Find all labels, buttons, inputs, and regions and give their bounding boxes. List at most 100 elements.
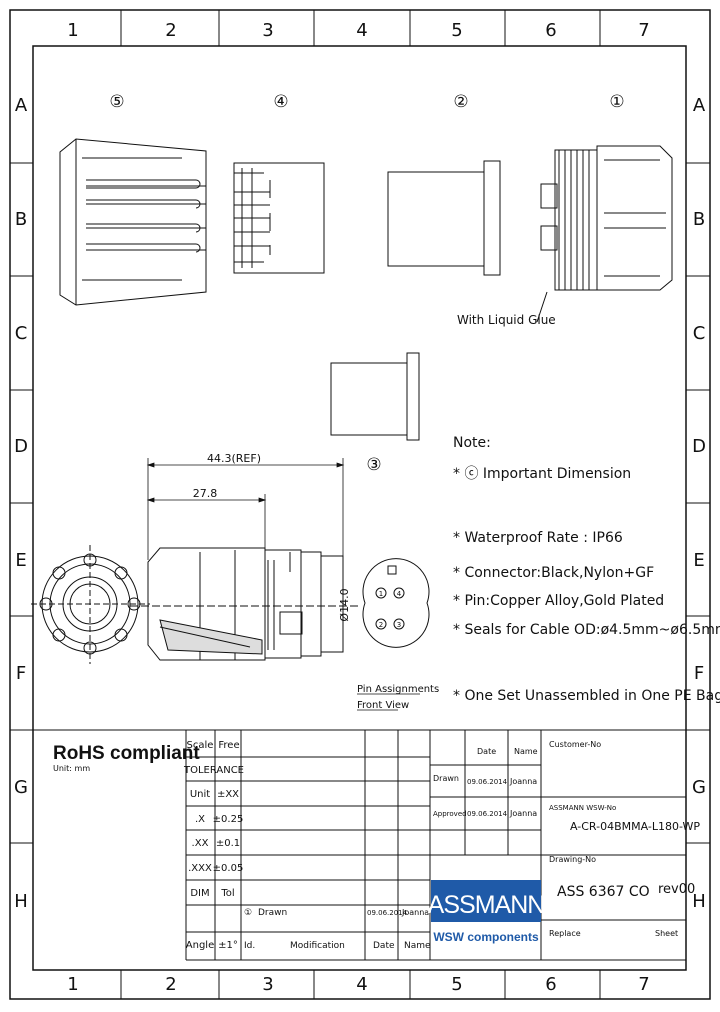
rev-entry-date: 09.06.2014 bbox=[367, 909, 408, 917]
col-label: 3 bbox=[262, 974, 273, 995]
part-number-3: ③ bbox=[366, 455, 381, 475]
col-label: 5 bbox=[451, 20, 462, 41]
rev-entry-text: Drawn bbox=[258, 908, 287, 918]
glue-callout: With Liquid Glue bbox=[457, 313, 556, 327]
unit-label: Unit: mm bbox=[53, 764, 90, 773]
part-number-4: ④ bbox=[273, 92, 288, 112]
rev-col-name: Name bbox=[404, 941, 431, 951]
part-1-housing bbox=[540, 145, 673, 291]
pin-3: 3 bbox=[397, 621, 401, 629]
col-label: 7 bbox=[638, 974, 649, 995]
approved-label: Approved bbox=[433, 810, 467, 818]
logo-text: ASSMANN bbox=[428, 891, 545, 919]
customer-no-label: Customer-No bbox=[549, 740, 601, 749]
note-line: * Connector:Black,Nylon+GF bbox=[453, 565, 654, 581]
pin-1: 1 bbox=[379, 590, 383, 598]
part-number: A-CR-04BMMA-L180-WP bbox=[570, 820, 700, 833]
pin-caption-view: Front View bbox=[357, 700, 409, 711]
tol-row-label: DIM bbox=[190, 888, 209, 899]
tol-row-label: Unit bbox=[190, 789, 210, 800]
replace-label: Replace bbox=[549, 929, 581, 938]
logo-subtext: WSW components bbox=[433, 930, 539, 944]
row-label: G bbox=[692, 777, 706, 798]
row-label: A bbox=[693, 95, 706, 116]
column-labels-top: 1 2 3 4 5 6 7 bbox=[67, 20, 649, 41]
inner-border bbox=[32, 45, 687, 971]
pin-caption: Pin Assignments bbox=[357, 684, 439, 695]
glue-leader-line bbox=[536, 291, 548, 323]
col-label: 2 bbox=[165, 974, 176, 995]
rev-col-mod: Modification bbox=[290, 941, 345, 951]
col-label: 5 bbox=[451, 974, 462, 995]
row-labels-right: A B C D E F G H bbox=[692, 95, 706, 912]
col-label: 6 bbox=[545, 974, 556, 995]
row-label: A bbox=[15, 95, 28, 116]
tol-row-value: ±XX bbox=[217, 789, 239, 800]
scale-label: Scale bbox=[187, 740, 214, 751]
drawing-number: ASS 6367 CO bbox=[557, 884, 650, 900]
note-line: * One Set Unassembled in One PE Bag bbox=[453, 688, 720, 704]
row-label: B bbox=[693, 209, 705, 230]
approval-date-header: Date bbox=[477, 747, 496, 756]
row-label: H bbox=[14, 891, 28, 912]
revision-code: rev00 bbox=[658, 882, 695, 897]
tol-row-label: Angle bbox=[186, 940, 214, 951]
dimension-lines bbox=[146, 458, 345, 650]
scale-value: Free bbox=[218, 740, 239, 751]
row-dividers bbox=[10, 162, 710, 844]
note-line: * Seals for Cable OD:ø4.5mm~ø6.5mm bbox=[453, 622, 720, 638]
rev-col-id: Id. bbox=[244, 941, 255, 951]
row-label: C bbox=[15, 323, 28, 344]
col-label: 6 bbox=[545, 20, 556, 41]
column-dividers bbox=[120, 10, 601, 999]
tol-row-label: .X bbox=[195, 814, 205, 825]
part-4-collet bbox=[233, 162, 325, 274]
title-block-grid bbox=[33, 729, 686, 961]
row-labels-left: A B C D E F G H bbox=[14, 95, 28, 912]
assmann-no-label: ASSMANN WSW-No bbox=[549, 804, 616, 812]
dimension-diameter: Ø14.0 bbox=[338, 588, 351, 621]
drawn-name: Joanna bbox=[509, 777, 537, 786]
tol-row-value: Tol bbox=[220, 888, 234, 899]
approved-date: 09.06.2014 bbox=[467, 810, 508, 818]
approval-name-header: Name bbox=[514, 747, 538, 756]
col-label: 1 bbox=[67, 974, 78, 995]
outer-border bbox=[9, 9, 711, 1000]
pin-4: 4 bbox=[397, 590, 402, 598]
part-2-seal bbox=[387, 160, 501, 276]
sheet-label: Sheet bbox=[655, 929, 678, 938]
row-label: D bbox=[14, 436, 28, 457]
part-number-5: ⑤ bbox=[109, 92, 124, 112]
dimension-partial: 27.8 bbox=[193, 487, 218, 500]
row-label: G bbox=[14, 777, 28, 798]
tol-row-value: ±0.1 bbox=[216, 838, 240, 849]
row-label: E bbox=[15, 550, 26, 571]
col-label: 7 bbox=[638, 20, 649, 41]
row-label: C bbox=[693, 323, 706, 344]
tol-row-value: ±1° bbox=[218, 940, 238, 951]
col-label: 3 bbox=[262, 20, 273, 41]
row-label: E bbox=[693, 550, 704, 571]
drawing-no-label: Drawing-No bbox=[549, 855, 596, 864]
notes-title: Note: bbox=[453, 435, 491, 451]
part-number-1: ① bbox=[609, 92, 624, 112]
col-label: 4 bbox=[356, 20, 367, 41]
col-label: 1 bbox=[67, 20, 78, 41]
row-label: F bbox=[694, 663, 704, 684]
rev-col-date: Date bbox=[373, 941, 395, 951]
rev-entry-name: Joanna bbox=[401, 908, 429, 917]
part-5-cap-nut bbox=[59, 138, 207, 306]
row-label: H bbox=[692, 891, 706, 912]
pin-assignment-view bbox=[362, 558, 430, 648]
col-label: 2 bbox=[165, 20, 176, 41]
part-3-insert bbox=[330, 352, 420, 441]
dimension-overall: 44.3(REF) bbox=[207, 452, 261, 465]
front-end-view bbox=[31, 545, 150, 664]
col-label: 4 bbox=[356, 974, 367, 995]
row-label: D bbox=[692, 436, 706, 457]
tolerance-label: TOLERANCE bbox=[183, 765, 244, 776]
pin-2: 2 bbox=[379, 621, 383, 629]
drawn-label: Drawn bbox=[433, 774, 459, 783]
row-label: B bbox=[15, 209, 27, 230]
approved-name: Joanna bbox=[509, 809, 537, 818]
